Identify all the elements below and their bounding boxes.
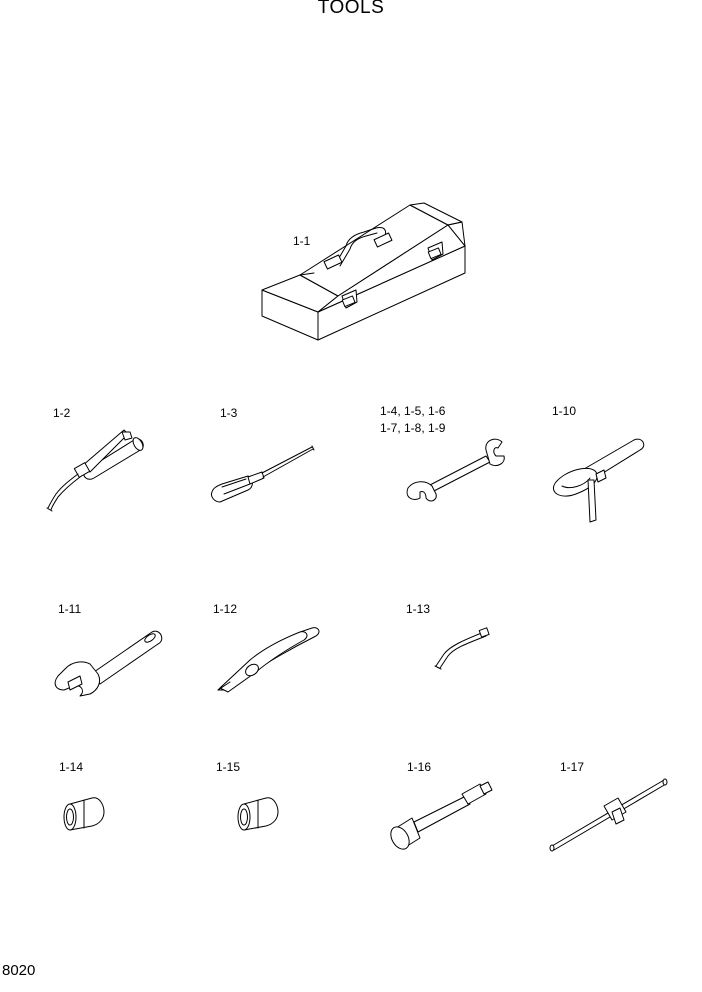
toolbox-icon — [262, 203, 465, 340]
label-extension: 1-16 — [407, 760, 432, 774]
socket-a-icon — [64, 798, 104, 830]
label-screwdriver: 1-3 — [220, 406, 238, 420]
extension-bar-icon — [387, 782, 492, 852]
page-number: 8020 — [2, 962, 36, 979]
open-end-wrench-icon — [407, 439, 504, 501]
screwdriver-icon — [211, 446, 314, 502]
label-pliers: 1-12 — [213, 602, 238, 616]
label-t-handle: 1-17 — [560, 760, 585, 774]
label-grease-gun: 1-2 — [53, 406, 71, 420]
label-filter-wrench: 1-10 — [552, 404, 577, 418]
hose-icon — [435, 628, 489, 669]
label-socket-a: 1-14 — [59, 760, 84, 774]
label-wrench-line2: 1-7, 1-8, 1-9 — [380, 421, 446, 435]
label-wrench-line1: 1-4, 1-5, 1-6 — [380, 404, 446, 418]
grease-gun-icon — [47, 430, 145, 511]
pliers-icon — [218, 628, 319, 692]
page-title: TOOLS — [317, 0, 385, 18]
filter-wrench-icon — [553, 439, 643, 522]
t-handle-icon — [550, 779, 667, 851]
socket-b-icon — [238, 798, 278, 830]
label-hose: 1-13 — [406, 602, 431, 616]
label-toolbox: 1-1 — [293, 234, 311, 248]
adjustable-wrench-icon — [55, 631, 162, 696]
label-adjustable-wrench: 1-11 — [58, 602, 82, 616]
label-socket-b: 1-15 — [216, 760, 241, 774]
